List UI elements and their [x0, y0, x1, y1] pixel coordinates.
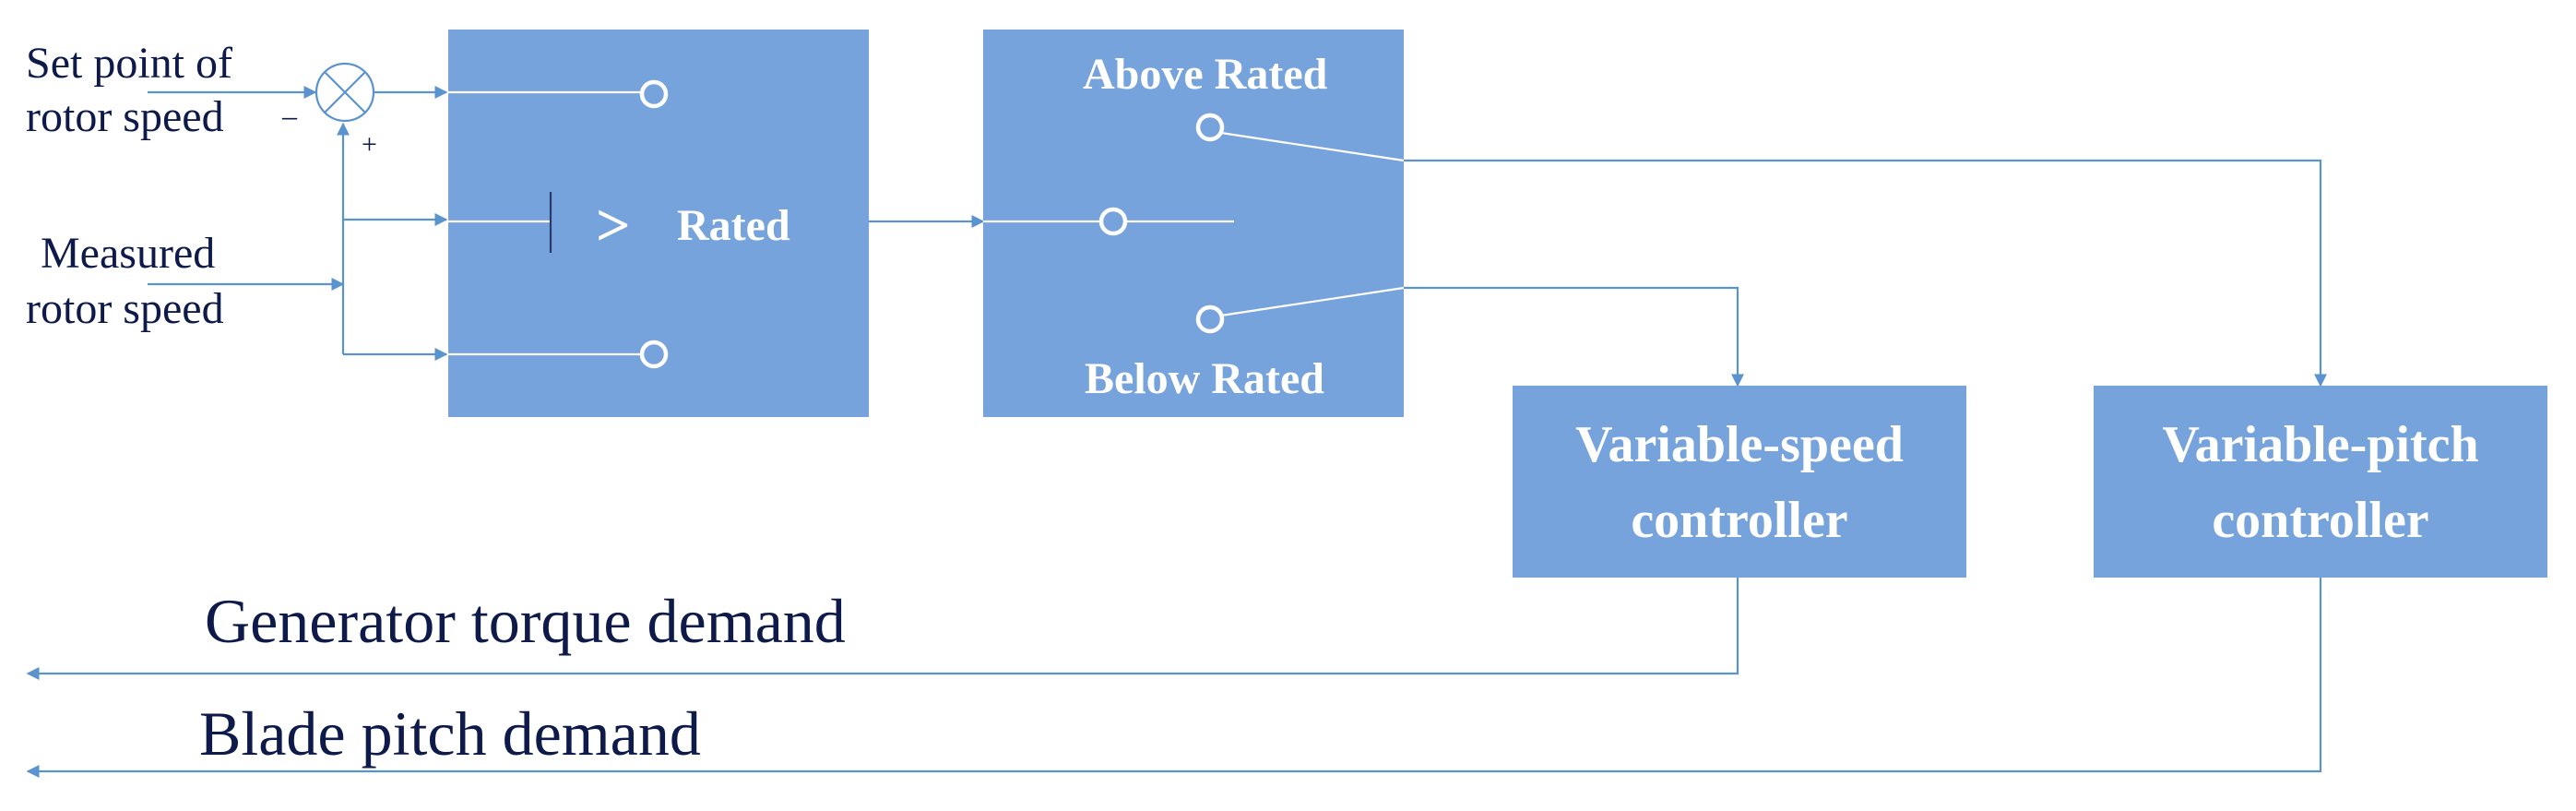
- pitch-output-label: Blade pitch demand: [199, 698, 701, 769]
- speed-controller-line2: controller: [1631, 492, 1847, 549]
- variable-speed-controller-block: [1513, 386, 1966, 578]
- below-output-wire: [1404, 286, 1744, 388]
- comparator-rated-label: Rated: [677, 201, 790, 250]
- measured-label-line2: rotor speed: [26, 284, 224, 333]
- speed-controller-line1: Variable-speed: [1575, 416, 1904, 473]
- switch-below-lead: [1220, 286, 1405, 317]
- pitch-controller-line2: controller: [2212, 492, 2428, 549]
- comparator-block: [448, 30, 869, 417]
- comparator-contact-low: [639, 340, 669, 369]
- minus-sign: –: [281, 99, 298, 132]
- pitch-controller-line1: Variable-pitch: [2162, 416, 2478, 473]
- above-output-wire: [1404, 159, 2327, 388]
- summing-junction: [315, 62, 375, 123]
- pitch-output-wire: [26, 578, 2322, 778]
- measured-label-line1: Measured: [41, 229, 215, 278]
- above-rated-label: Above Rated: [1083, 50, 1328, 99]
- comparator-symbol: >: [596, 192, 631, 259]
- setpoint-label-line1: Set point of: [26, 39, 232, 88]
- switch-contact-above: [1195, 113, 1225, 142]
- variable-pitch-controller-block: [2094, 386, 2547, 578]
- plus-sign: +: [362, 129, 377, 160]
- below-rated-label: Below Rated: [1085, 354, 1324, 403]
- torque-output-label: Generator torque demand: [205, 586, 846, 656]
- switch-contact-below: [1195, 304, 1225, 334]
- switch-above-lead: [1220, 131, 1405, 162]
- comparator-contact-top: [639, 79, 669, 109]
- torque-output-wire: [26, 578, 1739, 680]
- switch-block: [983, 30, 1404, 417]
- setpoint-label-line2: rotor speed: [26, 92, 224, 141]
